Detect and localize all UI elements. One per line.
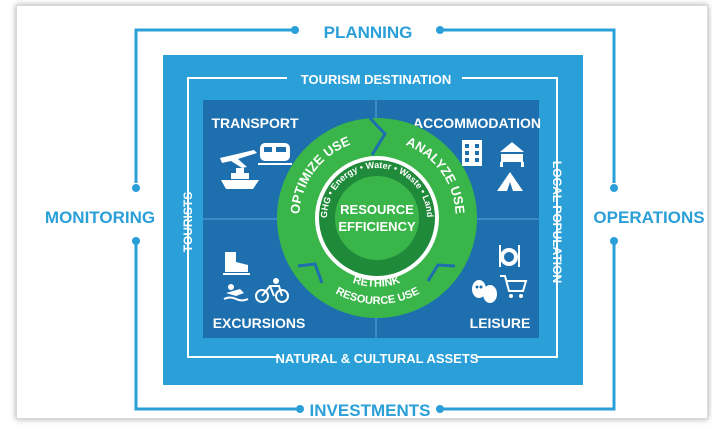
- rethink-label: RETHINK: [352, 274, 402, 290]
- leisure-label: LEISURE: [470, 315, 531, 331]
- bicycle-icon: [255, 278, 289, 303]
- center-line2: EFFICIENCY: [338, 219, 416, 234]
- swimmer-icon: [223, 284, 249, 302]
- monitoring-label: MONITORING: [45, 208, 155, 227]
- hotel-icon: [462, 140, 482, 166]
- excursions-label: EXCURSIONS: [213, 315, 306, 331]
- train-icon: [258, 143, 292, 165]
- transport-label: TRANSPORT: [211, 115, 299, 131]
- local-population-label: LOCAL POPULATION: [550, 161, 564, 283]
- bed-icon: [500, 142, 524, 167]
- theatre-masks-icon: [472, 280, 497, 303]
- green-cycle-ring: [277, 116, 477, 318]
- dining-icon: [499, 245, 520, 267]
- tourism-destination-label: TOURISM DESTINATION: [301, 72, 451, 87]
- accommodation-label: ACCOMMODATION: [413, 115, 541, 131]
- natural-cultural-assets-label: NATURAL & CULTURAL ASSETS: [276, 351, 479, 366]
- destination-frame-lines: [187, 77, 558, 358]
- hiking-boot-icon: [223, 252, 250, 275]
- shopping-cart-icon: [500, 275, 528, 298]
- connector-dots: [132, 26, 618, 413]
- plane-icon: [220, 150, 257, 168]
- center-line1: RESOURCE: [340, 202, 414, 217]
- operations-label: OPERATIONS: [593, 208, 704, 227]
- tent-icon: [497, 172, 523, 191]
- tourists-label: TOURISTS: [181, 192, 195, 252]
- investments-label: INVESTMENTS: [310, 401, 431, 420]
- planning-label: PLANNING: [324, 23, 413, 42]
- outer-connector-lines: [134, 28, 616, 411]
- ship-icon: [221, 168, 259, 189]
- cycle-arrow-separators: [297, 116, 456, 284]
